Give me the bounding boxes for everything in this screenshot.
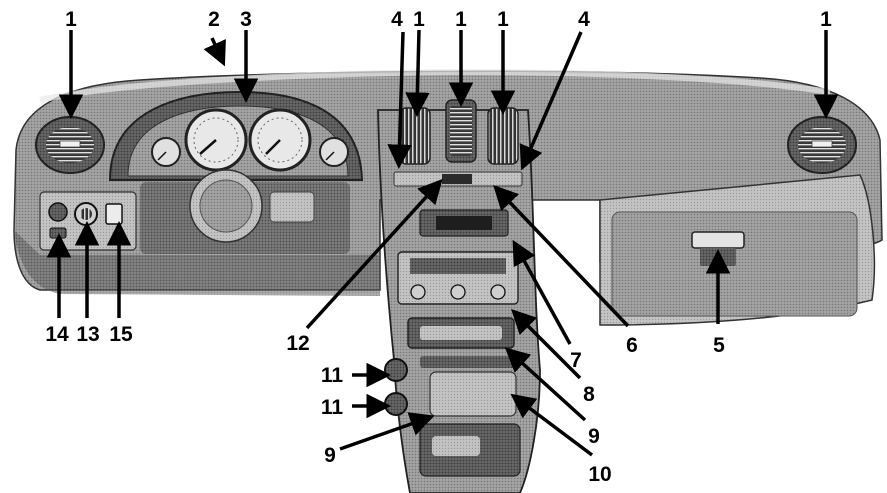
callout-15: 15 xyxy=(109,323,133,346)
callout-8: 8 xyxy=(583,383,595,406)
callout-3: 3 xyxy=(240,8,252,31)
callout-5: 5 xyxy=(713,334,725,357)
callout-1-center-right: 1 xyxy=(497,8,509,31)
leader-2 xyxy=(203,37,226,67)
callout-12: 12 xyxy=(286,332,309,355)
callout-1-left: 1 xyxy=(65,8,77,31)
tachometer xyxy=(248,108,312,172)
center-stack xyxy=(377,99,541,493)
callout-4-right: 4 xyxy=(578,8,590,31)
callout-14: 14 xyxy=(45,323,69,346)
callout-11-upper: 11 xyxy=(321,364,344,387)
leader-7 xyxy=(512,239,572,345)
callout-1-right: 1 xyxy=(820,8,832,31)
callout-10: 10 xyxy=(588,463,611,486)
leader-6 xyxy=(493,184,630,328)
callout-6: 6 xyxy=(626,334,638,357)
callout-7: 7 xyxy=(570,349,582,372)
callout-9-upper: 9 xyxy=(588,425,600,448)
callout-labels: 1 1 1 1 1 2 3 4 4 5 6 7 8 9 9 10 11 11 1… xyxy=(45,8,832,486)
leader-4-right xyxy=(519,31,583,171)
callout-2: 2 xyxy=(208,8,220,31)
leader-1-cl xyxy=(405,29,430,117)
speedometer xyxy=(184,108,248,172)
callout-11-lower: 11 xyxy=(321,396,344,419)
temperature-gauge xyxy=(319,137,349,167)
leader-8 xyxy=(511,309,582,380)
callout-1-center-left: 1 xyxy=(413,8,425,31)
leader-10 xyxy=(510,393,594,457)
leader-9-upper xyxy=(504,347,587,422)
callout-1-center: 1 xyxy=(455,8,467,31)
fuel-gauge xyxy=(151,137,181,167)
right-vent xyxy=(787,116,857,174)
steering-column xyxy=(140,169,350,254)
leader-4-left xyxy=(387,31,412,169)
leader-lines xyxy=(46,29,839,457)
callout-13: 13 xyxy=(76,323,99,346)
left-vent xyxy=(35,116,105,174)
callout-4-left: 4 xyxy=(391,8,403,31)
leader-12 xyxy=(305,178,443,330)
leader-9-lower xyxy=(339,412,435,451)
callout-9-lower: 9 xyxy=(324,444,336,467)
